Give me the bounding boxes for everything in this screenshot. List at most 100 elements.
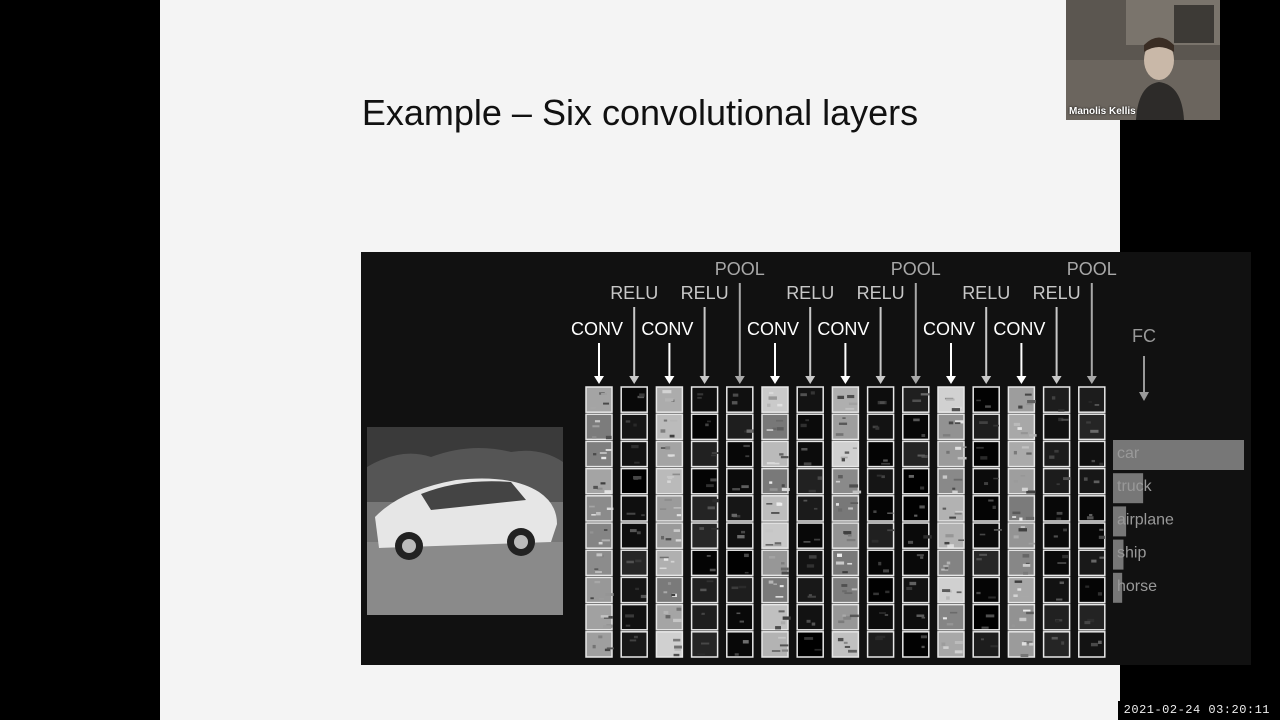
activation-map [796, 522, 824, 549]
activation-speckle [1093, 480, 1100, 484]
activation-speckle [709, 568, 716, 572]
activation-map [620, 386, 648, 413]
activation-speckle [635, 559, 642, 563]
prediction-bar-horse [1113, 572, 1123, 603]
activation-speckle [946, 450, 950, 454]
activation-map [761, 631, 789, 658]
layer-label: POOL [1067, 259, 1117, 279]
activation-speckle [811, 622, 816, 626]
activation-speckle [775, 419, 784, 422]
activation-speckle [1019, 517, 1023, 521]
activation-speckle [844, 645, 851, 648]
prediction-label-horse: horse [1117, 578, 1157, 595]
activation-speckle [847, 394, 855, 399]
activation-speckle [768, 580, 774, 584]
activation-speckle [835, 561, 845, 565]
activation-speckle [660, 447, 666, 449]
activation-speckle [605, 448, 612, 451]
activation-speckle [803, 462, 812, 466]
activation-speckle [1021, 487, 1028, 491]
activation-speckle [774, 542, 782, 546]
activation-speckle [985, 614, 995, 618]
slide-title: Example – Six convolutional layers [361, 92, 919, 133]
activation-speckle [665, 538, 672, 541]
layer-arrowhead [910, 376, 921, 384]
activation-speckle [605, 435, 612, 440]
activation-speckle [945, 398, 955, 401]
activation-speckle [767, 403, 771, 407]
activation-speckle [1013, 535, 1019, 539]
activation-speckle [1027, 399, 1036, 404]
activation-speckle [1099, 462, 1104, 466]
activation-speckle [592, 425, 600, 428]
activation-speckle [775, 596, 784, 598]
activation-speckle [604, 490, 613, 494]
activation-speckle [663, 610, 669, 615]
activation-map [690, 386, 719, 413]
activation-speckle [984, 482, 989, 486]
activation-speckle [676, 514, 682, 517]
activation-map [726, 413, 754, 441]
activation-speckle [912, 399, 922, 403]
activation-map [620, 603, 648, 631]
activation-speckle [1020, 432, 1028, 435]
activation-speckle [801, 447, 808, 451]
activation-map [1078, 467, 1106, 495]
activation-speckle [835, 503, 839, 506]
activation-speckle [949, 611, 958, 614]
prediction-label-car: car [1117, 445, 1140, 462]
layer-7-relu: RELU [786, 283, 834, 658]
activation-speckle [592, 644, 596, 649]
activation-speckle [841, 584, 848, 587]
activation-speckle [848, 507, 853, 510]
activation-speckle [635, 587, 640, 591]
activation-speckle [744, 553, 749, 558]
activation-speckle [626, 512, 636, 515]
activation-speckle [697, 396, 702, 399]
activation-speckle [835, 433, 844, 436]
activation-speckle [673, 653, 680, 657]
activation-speckle [887, 512, 894, 514]
activation-speckle [993, 424, 999, 427]
activation-speckle [838, 422, 848, 425]
activation-speckle [1020, 653, 1029, 658]
activation-speckle [887, 529, 895, 532]
layer-label: POOL [891, 259, 941, 279]
activation-speckle [777, 502, 783, 506]
activation-speckle [659, 508, 667, 510]
activation-speckle [1058, 409, 1065, 412]
activation-map [1042, 413, 1071, 441]
activation-speckle [1019, 617, 1027, 622]
activation-map [1078, 413, 1106, 441]
activation-map [1078, 603, 1106, 631]
activation-speckle [1021, 642, 1027, 646]
activation-speckle [670, 560, 675, 563]
webcam-feed: Manolis Kellis [1066, 0, 1220, 120]
activation-speckle [943, 564, 949, 568]
activation-speckle [1088, 401, 1092, 403]
activation-speckle [1029, 642, 1034, 646]
activation-speckle [976, 591, 981, 595]
activation-speckle [837, 637, 844, 642]
activation-speckle [1018, 405, 1023, 409]
activation-speckle [916, 554, 924, 557]
activation-map [796, 603, 824, 631]
activation-speckle [1084, 621, 1091, 625]
activation-speckle [601, 456, 607, 460]
activation-speckle [954, 640, 963, 645]
activation-speckle [732, 488, 740, 491]
layer-1-conv: CONV [571, 319, 623, 658]
fc-label: FC [1132, 326, 1156, 346]
activation-speckle [772, 427, 777, 431]
activation-speckle [1026, 611, 1034, 615]
activation-speckle [980, 456, 988, 460]
activation-speckle [1062, 554, 1069, 559]
activation-speckle [1057, 562, 1067, 564]
activation-speckle [878, 561, 882, 566]
activation-speckle [954, 512, 962, 515]
activation-speckle [807, 595, 816, 598]
activation-map [972, 522, 1000, 549]
activation-speckle [917, 454, 925, 457]
activation-map [1078, 440, 1106, 468]
activation-speckle [946, 596, 950, 600]
